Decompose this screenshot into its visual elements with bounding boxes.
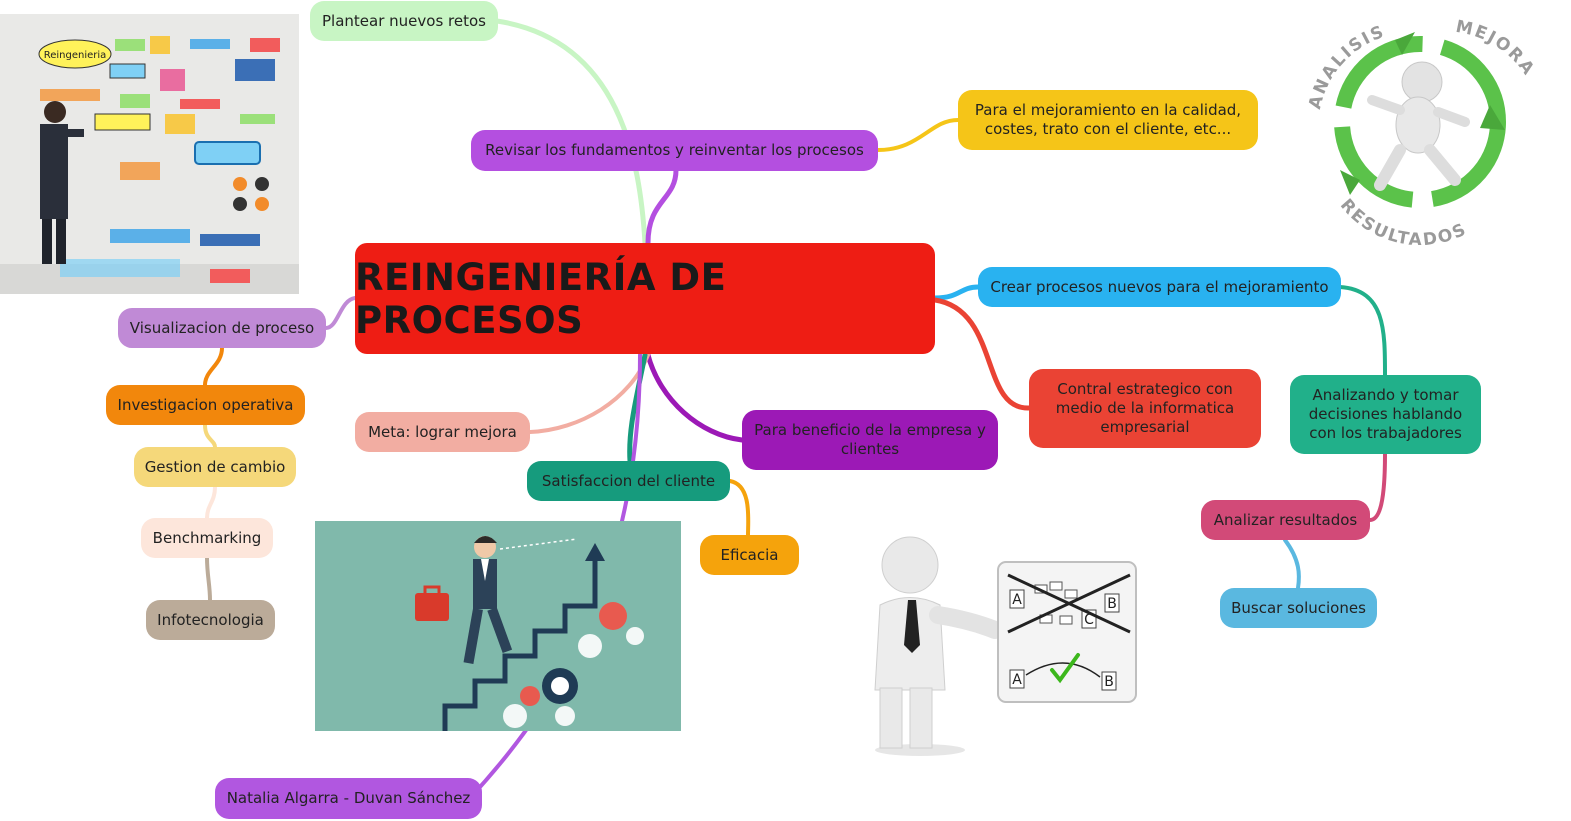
node-benchmarking[interactable]: Benchmarking [141,518,273,558]
link-investigacion [203,346,224,387]
node-investigacion[interactable]: Investigacion operativa [106,385,305,425]
node-analizar[interactable]: Analizar resultados [1201,500,1370,540]
link-crear [932,284,981,301]
node-revisar[interactable]: Revisar los fundamentos y reinventar los… [471,130,878,171]
link-plantear [494,18,648,246]
node-natalia[interactable]: Natalia Algarra - Duvan Sánchez [215,778,482,819]
chart-letter-b-bottom: B [1104,674,1114,690]
svg-text:MEJORA: MEJORA [1454,17,1539,80]
node-meta[interactable]: Meta: lograr mejora [355,412,530,452]
node-gestion[interactable]: Gestion de cambio [134,447,296,487]
node-satisfaccion[interactable]: Satisfaccion del cliente [527,461,730,501]
node-beneficio[interactable]: Para beneficio de la empresa y clientes [742,410,998,470]
link-revisar [645,167,679,246]
link-para-mejoramiento [876,118,960,152]
link-gestion [203,423,217,449]
link-analizar [1368,452,1387,522]
presenter-flowchart-illustration: A B C A B [860,520,1160,760]
node-plantear[interactable]: Plantear nuevos retos [310,1,498,41]
link-benchmarking [205,485,217,520]
chart-letter-a-bottom: A [1012,672,1022,688]
improvement-cycle-illustration: ANALISIS MEJORA RESULTADOS [1290,10,1550,245]
chart-letter-b-top: B [1107,596,1117,612]
cycle-label-mejora: MEJORA [1454,17,1537,80]
whiteboard-illustration: Reingenieria [0,14,299,294]
whiteboard-word: Reingenieria [44,50,107,61]
chart-letter-c: C [1084,612,1094,628]
central-topic[interactable]: REINGENIERÍA DE PROCESOS [355,243,935,354]
node-visualizacion[interactable]: Visualizacion de proceso [118,308,326,348]
link-infotecnologia [205,556,212,602]
node-eficacia[interactable]: Eficacia [700,535,799,575]
node-buscar[interactable]: Buscar soluciones [1220,588,1377,628]
link-analizando [1338,285,1387,377]
link-beneficio [645,352,745,443]
node-infotecnologia[interactable]: Infotecnologia [146,600,275,640]
link-buscar [1283,538,1301,590]
node-analizando[interactable]: Analizando y tomar decisiones hablando c… [1290,375,1481,454]
link-eficacia [728,479,751,537]
link-satisfaccion [627,352,648,464]
stairs-growth-illustration [315,521,681,731]
chart-letter-a-top: A [1012,592,1022,608]
check-mark-icon [1050,653,1080,684]
node-contral[interactable]: Contral estrategico con medio de la info… [1029,369,1261,448]
link-visualizacion [324,296,357,330]
link-contral [932,297,1032,411]
node-para-mejoramiento[interactable]: Para el mejoramiento en la calidad, cost… [958,90,1258,150]
node-crear[interactable]: Crear procesos nuevos para el mejoramien… [978,267,1341,307]
